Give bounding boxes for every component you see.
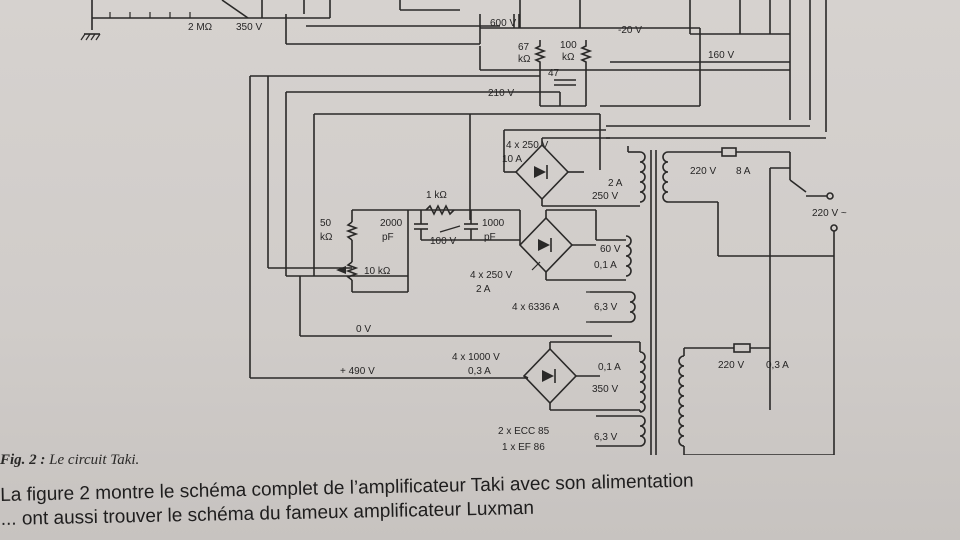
label-d2-rating: 4 x 250 V: [470, 270, 513, 281]
label-100-unit: kΩ: [562, 52, 575, 63]
label-d1-current: 10 A: [502, 154, 522, 165]
label-67: 67: [518, 42, 530, 53]
label-w1-current: 2 A: [608, 178, 623, 189]
filter-network: [336, 204, 520, 293]
label-160v: 160 V: [708, 50, 734, 61]
label-prim1-voltage: 220 V: [690, 166, 716, 177]
label-600v: 600 V: [490, 18, 516, 29]
rails: [249, 75, 612, 379]
label-2m: 2 MΩ: [188, 22, 213, 33]
label-w3-voltage: 6,3 V: [594, 302, 618, 313]
label-100: 100: [560, 40, 577, 51]
resistor-67k: [533, 40, 547, 64]
figure-number: Fig. 2 :: [0, 452, 46, 468]
figure-caption: Fig. 2 : Le circuit Taki.: [0, 452, 139, 469]
bridge-rectifier-2: [518, 209, 632, 281]
label-neg20v: -20 V: [618, 25, 642, 36]
label-w4-current: 0,1 A: [598, 362, 621, 373]
bridge-rectifier-3: [522, 341, 640, 411]
transformer-1: [627, 146, 838, 455]
label-2000-unit: pF: [382, 232, 394, 243]
label-50-unit: kΩ: [320, 232, 333, 243]
capacitor-top: [513, 14, 520, 28]
label-10k: 10 kΩ: [364, 266, 391, 277]
resistor-100k: [579, 40, 593, 64]
label-1k: 1 kΩ: [426, 190, 447, 201]
figure-title: Le circuit Taki.: [49, 452, 140, 468]
label-tube-2: 1 x EF 86: [502, 442, 545, 453]
label-w4-voltage: 350 V: [592, 384, 618, 395]
label-w2-voltage: 60 V: [600, 244, 621, 255]
circuit-schematic: 2 MΩ 350 V 600 V -20 V 67 kΩ 100 kΩ 47 1…: [80, 0, 847, 455]
label-350v-top: 350 V: [236, 22, 262, 33]
label-d1-rating: 4 x 250 V: [506, 140, 549, 151]
capacitor-47: [554, 79, 576, 86]
label-w1-voltage: 250 V: [592, 191, 618, 202]
body-paragraph: La figure 2 montre le schéma complet de …: [0, 464, 960, 532]
label-d2-current: 2 A: [476, 284, 491, 295]
label-210v: 210 V: [488, 88, 514, 99]
label-prim2-fuse: 0,3 A: [766, 360, 789, 371]
label-w5-voltage: 6,3 V: [594, 432, 618, 443]
label-50: 50: [320, 218, 332, 229]
transformer-2: [596, 342, 834, 455]
label-mains: 220 V ~: [812, 208, 847, 219]
label-w2-current: 0,1 A: [594, 260, 617, 271]
label-47: 47: [548, 68, 560, 79]
label-2000: 2000: [380, 218, 403, 229]
label-0v: 0 V: [356, 324, 371, 335]
label-tube-1: 2 x ECC 85: [498, 426, 550, 437]
ground-symbol: [80, 33, 101, 41]
label-prim1-fuse: 8 A: [736, 166, 751, 177]
label-prim2-voltage: 220 V: [718, 360, 744, 371]
label-67-unit: kΩ: [518, 54, 531, 65]
bridge-rectifier-1: [503, 129, 640, 207]
top-wiring: [91, 0, 827, 277]
label-490v: + 490 V: [340, 366, 375, 377]
label-1000-unit: pF: [484, 232, 496, 243]
label-1000: 1000: [482, 218, 505, 229]
label-d3-rating: 4 x 1000 V: [452, 352, 500, 363]
label-d3-current: 0,3 A: [468, 366, 491, 377]
heater-winding-1: [586, 291, 636, 323]
label-100v: 100 V: [430, 236, 456, 247]
label-heater-tubes: 4 x 6336 A: [512, 302, 560, 313]
